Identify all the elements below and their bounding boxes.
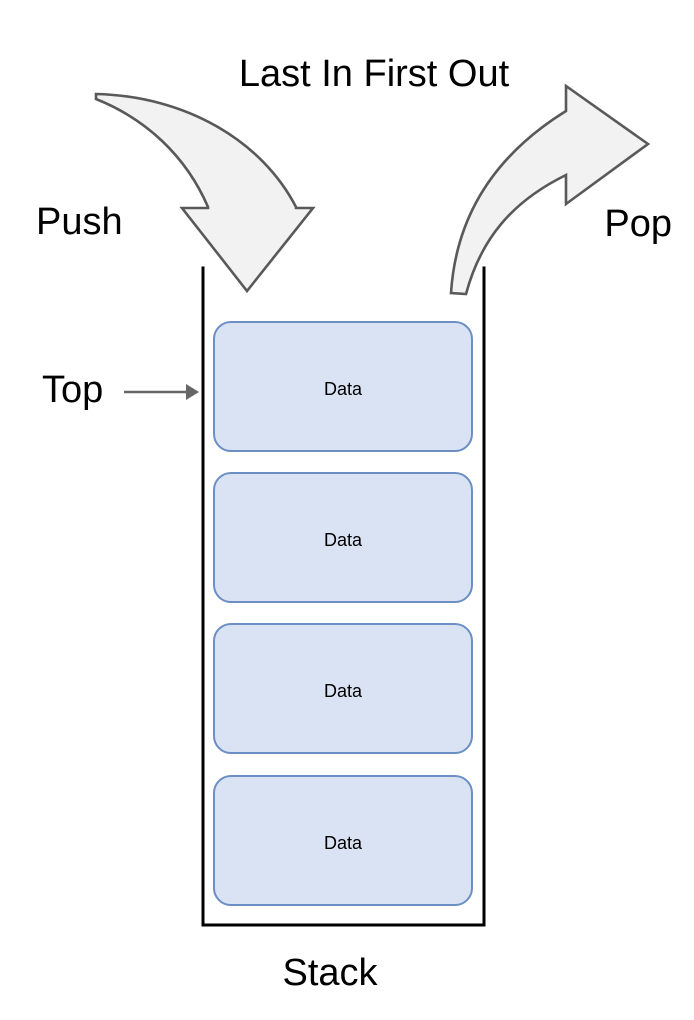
stack-cell-label: Data — [324, 379, 363, 399]
stack-cell-0[interactable]: Data — [213, 321, 473, 452]
push-arrow-icon — [94, 92, 316, 294]
top-pointer-arrow-icon — [124, 384, 199, 400]
top-label: Top — [42, 369, 103, 411]
stack-cell-label: Data — [324, 833, 363, 853]
stack-caption: Stack — [282, 952, 378, 994]
stack-cell-label: Data — [324, 530, 363, 550]
stack-cell-label: Data — [324, 681, 363, 701]
stack-cell-3[interactable]: Data — [213, 775, 473, 906]
pop-arrow-icon — [449, 83, 651, 296]
stack-cell-box[interactable] — [213, 472, 473, 603]
diagram-title: Last In First Out — [239, 53, 510, 95]
stack-cell-box[interactable] — [213, 623, 473, 754]
stack-cell-box[interactable] — [213, 321, 473, 452]
stack-cell-box[interactable] — [213, 775, 473, 906]
stack-cell-2[interactable]: Data — [213, 623, 473, 754]
pop-label: Pop — [604, 203, 672, 245]
push-label: Push — [36, 201, 123, 243]
stack-container-outline — [201, 266, 486, 927]
stack-cell-1[interactable]: Data — [213, 472, 473, 603]
